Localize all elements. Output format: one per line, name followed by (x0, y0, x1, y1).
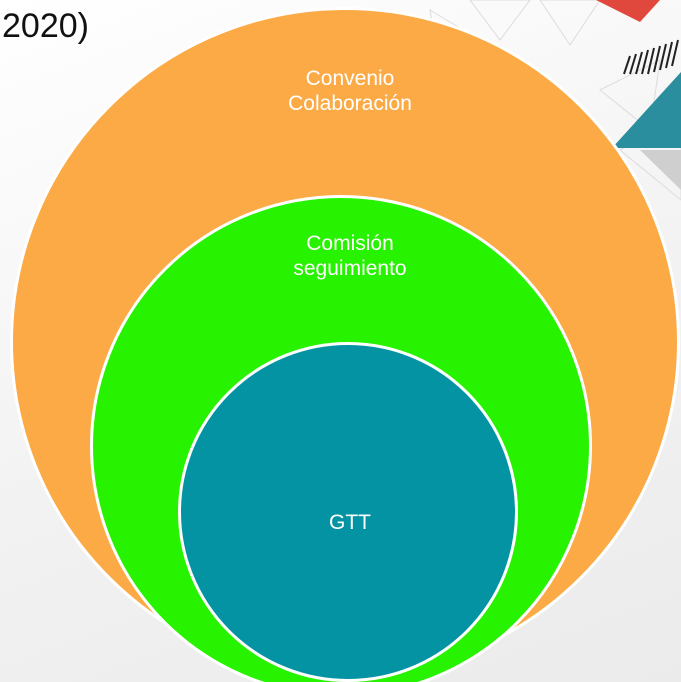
deco-red-triangle (596, 0, 660, 22)
label-comision-seguimiento: Comisión seguimiento (220, 231, 480, 281)
deco-outline-triangle (539, 0, 601, 46)
deco-outline-triangle (599, 59, 661, 131)
circle-gtt (178, 342, 518, 682)
label-line: GTT (329, 511, 371, 534)
label-gtt: GTT (220, 510, 480, 535)
deco-hatch-marks (623, 39, 679, 75)
deco-gray-triangle (640, 150, 681, 190)
slide-title-fragment: 2020) (2, 7, 89, 45)
label-line: Convenio (305, 67, 395, 90)
label-convenio-colaboracion: Convenio Colaboración (220, 66, 480, 116)
deco-outline-triangle (469, 0, 531, 41)
deco-teal-triangle (612, 72, 681, 148)
label-line: Comisión (306, 232, 394, 255)
label-line: seguimiento (293, 257, 407, 280)
label-line: Colaboración (288, 92, 412, 115)
